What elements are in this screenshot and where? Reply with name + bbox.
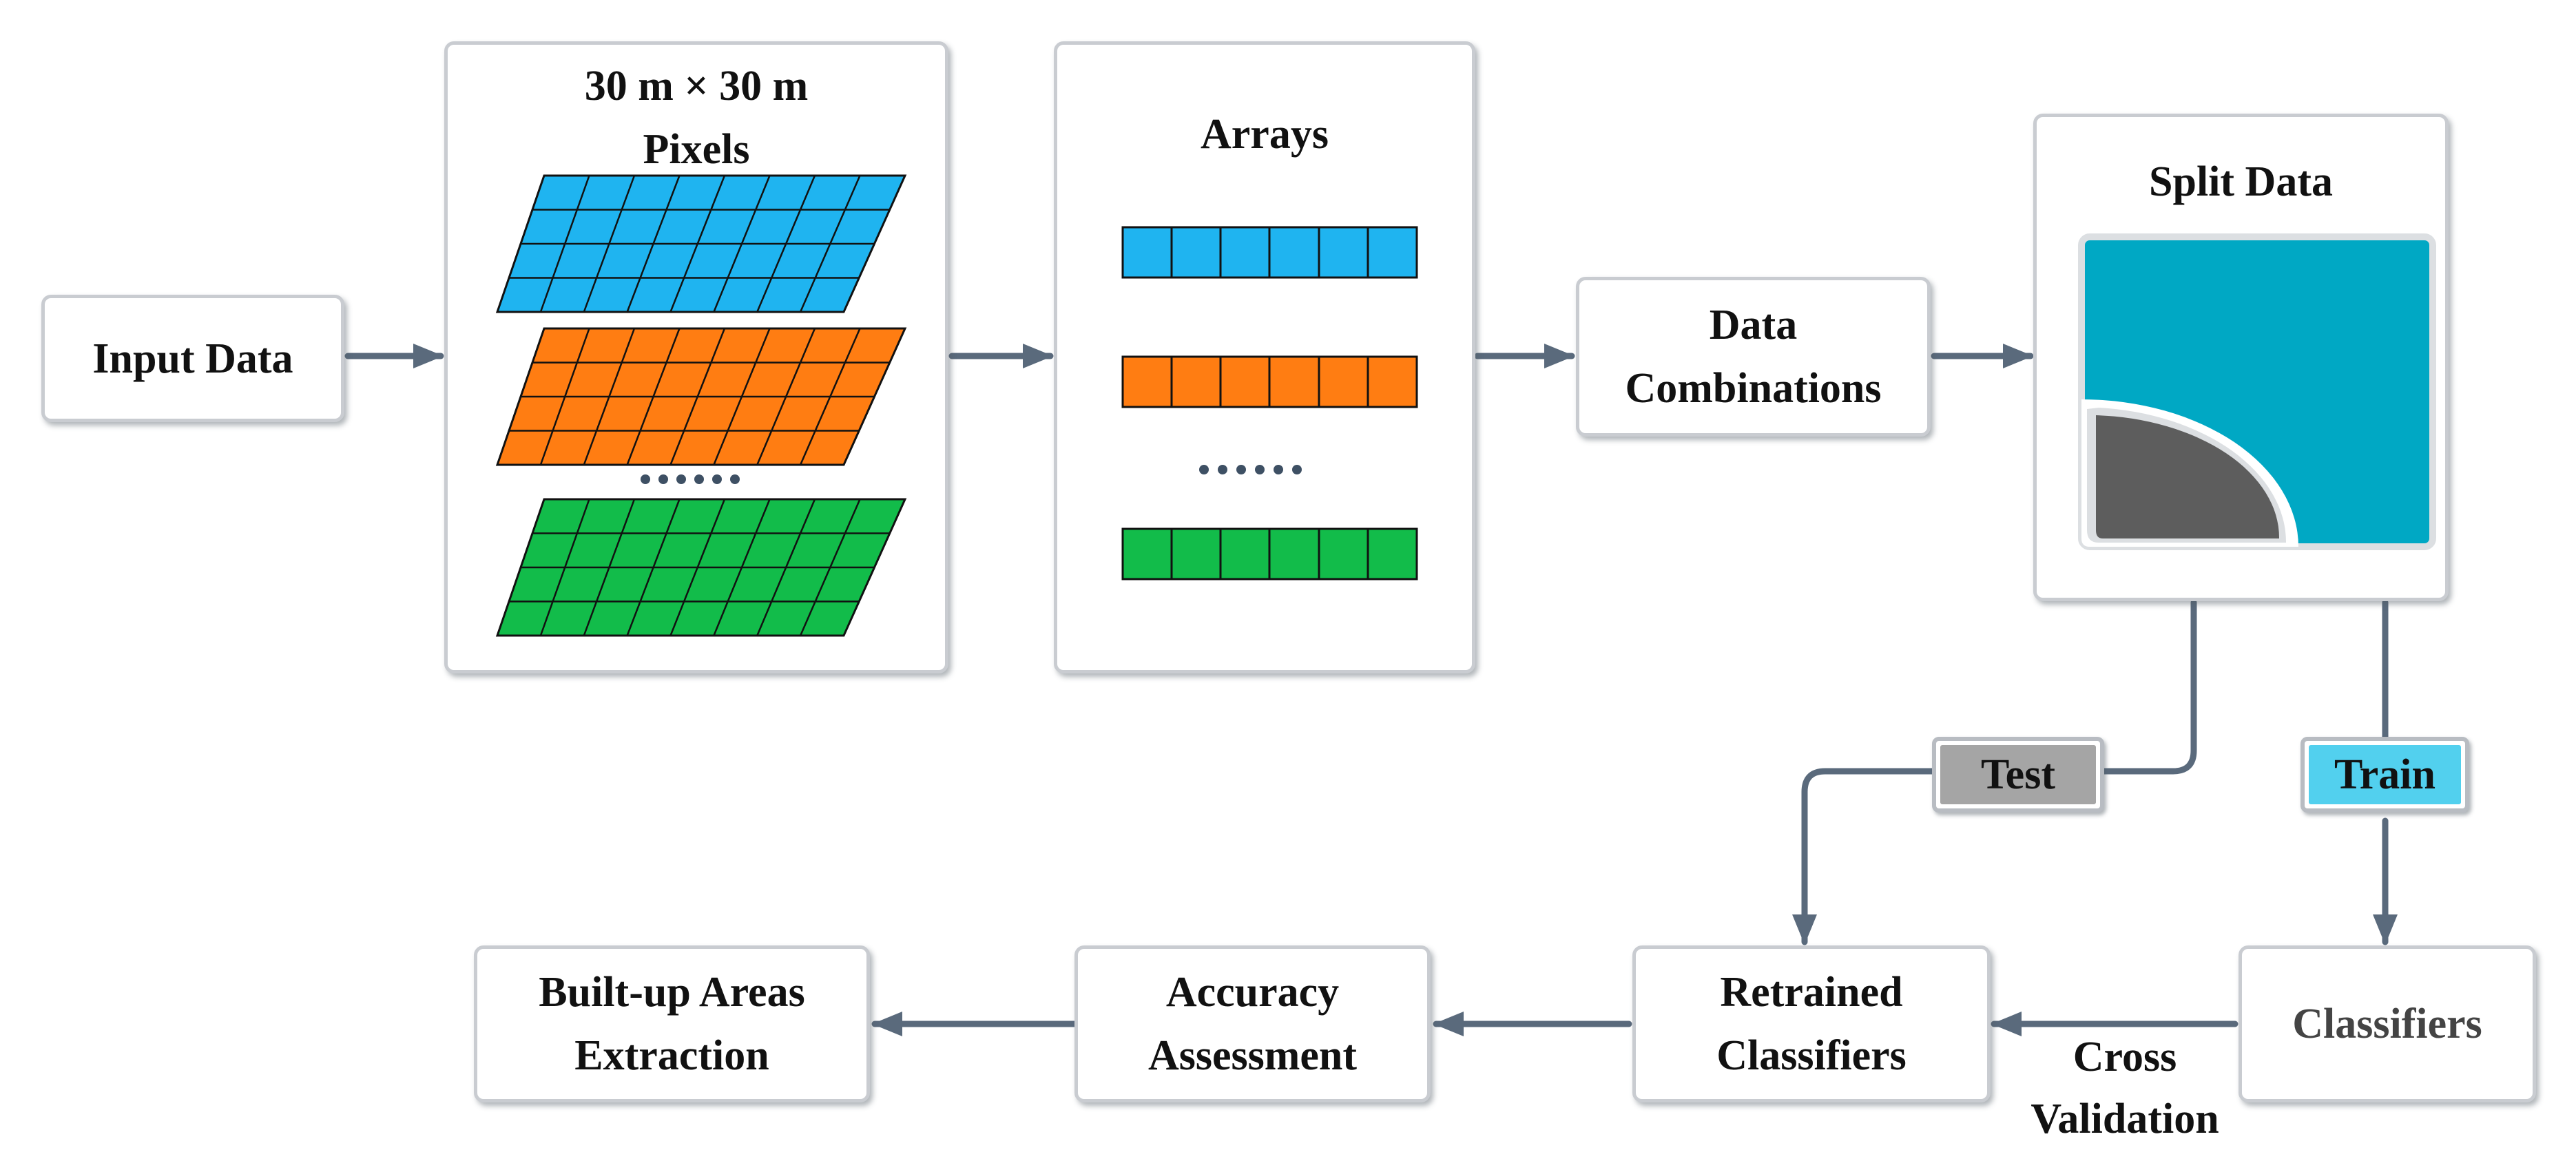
pixels-box[interactable]: 30 m × 30 m Pixels bbox=[444, 41, 948, 673]
builtup-extraction-line2: Extraction bbox=[574, 1032, 769, 1079]
retrained-classifiers-line2: Classifiers bbox=[1716, 1032, 1907, 1079]
input-data-label: Input Data bbox=[92, 335, 293, 382]
split-data-title: Split Data bbox=[2149, 158, 2333, 205]
data-combinations-line1: Data bbox=[1709, 302, 1798, 348]
pixels-title: 30 m × 30 m bbox=[584, 63, 809, 109]
arrays-ellipsis-dots bbox=[1199, 465, 1302, 474]
pixel-grid-orange-icon bbox=[495, 327, 907, 466]
retrained-classifiers-box[interactable]: Retrained Classifiers bbox=[1632, 945, 1991, 1102]
builtup-extraction-box[interactable]: Built-up Areas Extraction bbox=[474, 945, 870, 1102]
cross-validation-label: Cross Validation bbox=[2015, 1026, 2235, 1150]
cross-validation-line1: Cross bbox=[2073, 1034, 2177, 1080]
pixel-layers bbox=[495, 174, 907, 637]
arrays-box[interactable]: Arrays bbox=[1054, 41, 1475, 673]
builtup-extraction-line1: Built-up Areas bbox=[539, 969, 805, 1016]
train-tag[interactable]: Train bbox=[2300, 737, 2469, 813]
array-strip-green-icon bbox=[1121, 527, 1418, 580]
test-tag[interactable]: Test bbox=[1932, 737, 2104, 813]
split-pie-icon bbox=[2078, 233, 2436, 550]
accuracy-assessment-line1: Accuracy bbox=[1165, 969, 1340, 1016]
array-strip-orange-icon bbox=[1121, 355, 1418, 408]
classifiers-box[interactable]: Classifiers bbox=[2239, 945, 2536, 1102]
pixel-grid-green-icon bbox=[495, 498, 907, 637]
test-tag-label: Test bbox=[1940, 745, 2096, 804]
arrow-test-to-retrained bbox=[1792, 768, 1939, 945]
data-combinations-line2: Combinations bbox=[1625, 365, 1882, 412]
accuracy-assessment-box[interactable]: Accuracy Assessment bbox=[1074, 945, 1431, 1102]
train-tag-label: Train bbox=[2309, 745, 2461, 804]
line-split-to-test bbox=[2101, 599, 2197, 775]
accuracy-assessment-line2: Assessment bbox=[1147, 1032, 1358, 1079]
input-data-box[interactable]: Input Data bbox=[41, 295, 344, 422]
retrained-classifiers-line1: Retrained bbox=[1720, 969, 1903, 1016]
pixels-ellipsis-dots bbox=[641, 474, 740, 484]
classifiers-label: Classifiers bbox=[2292, 1001, 2482, 1047]
pixels-subtitle: Pixels bbox=[643, 126, 750, 173]
array-strips bbox=[1121, 226, 1418, 580]
array-strip-blue-icon bbox=[1121, 226, 1418, 279]
split-data-box[interactable]: Split Data bbox=[2033, 114, 2449, 601]
cross-validation-line2: Validation bbox=[2030, 1096, 2219, 1142]
pixel-grid-blue-icon bbox=[495, 174, 907, 313]
arrays-title: Arrays bbox=[1201, 111, 1329, 158]
data-combinations-box[interactable]: Data Combinations bbox=[1576, 277, 1931, 437]
